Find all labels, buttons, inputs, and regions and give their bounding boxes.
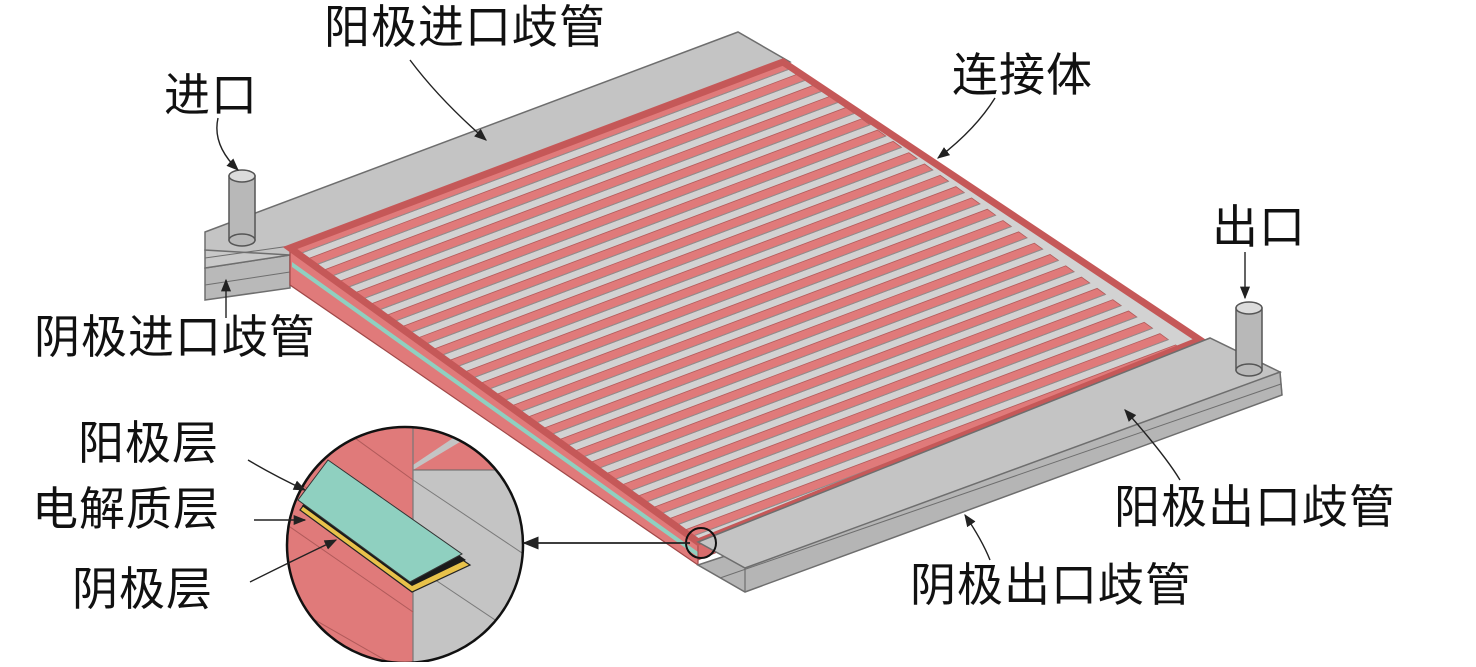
interconnect-ribs <box>290 62 1185 538</box>
interconnect-channel-edge <box>298 67 792 255</box>
interconnect-channel-edge <box>392 135 886 323</box>
label-inlet: 进口 <box>164 68 258 122</box>
interconnect-channel-edge <box>345 101 839 289</box>
label-interconnect: 连接体 <box>952 48 1093 102</box>
label-anode-inlet-manifold: 阳极进口歧管 <box>324 0 606 54</box>
interconnect-channel-edge <box>361 112 855 300</box>
interconnect-channel-edge <box>643 316 1138 504</box>
interconnect <box>282 58 1208 546</box>
interconnect-channel-edge <box>565 259 1059 447</box>
outlet-pipe <box>1235 301 1263 377</box>
interconnect-channel-edge <box>627 305 1122 493</box>
label-anode-layer: 阳极层 <box>78 416 219 470</box>
interconnect-channel-edge <box>518 226 1012 413</box>
interconnect-channel-edge <box>329 90 824 278</box>
interconnect-channel-edge <box>549 248 1043 436</box>
interconnect-channel-edge <box>486 203 981 391</box>
interconnect-channel-edge <box>423 158 918 346</box>
interconnect-channel-edge <box>439 169 934 357</box>
interconnect-channel-edge <box>675 339 1169 527</box>
outlet-manifold <box>696 337 1283 593</box>
label-cathode-layer: 阴极层 <box>72 562 213 616</box>
label-cathode-inlet-manifold: 阴极进口歧管 <box>34 310 316 364</box>
label-electrolyte-layer: 电解质层 <box>32 482 220 536</box>
inlet-pipe <box>228 169 256 247</box>
interconnect-channel-edge <box>580 271 1075 459</box>
interconnect-channel-edge <box>408 146 902 334</box>
zoom-detail <box>285 425 525 665</box>
interconnect-channel-edge <box>659 327 1153 515</box>
label-cathode-outlet-manifold: 阴极出口歧管 <box>910 558 1192 612</box>
interconnect-channel-edge <box>596 282 1090 470</box>
interconnect-channel-edge <box>376 124 871 312</box>
interconnect-channel-edge <box>471 192 965 380</box>
leader-lines <box>216 59 1251 583</box>
interconnect-channel-edge <box>502 214 996 402</box>
label-outlet: 出口 <box>1212 200 1306 254</box>
interconnect-channel-edge <box>314 79 808 266</box>
label-anode-outlet-manifold: 阳极出口歧管 <box>1114 480 1396 534</box>
interconnect-channel-edge <box>455 180 949 368</box>
interconnect-channel-edge <box>612 293 1106 481</box>
interconnect-channel-edge <box>533 237 1028 425</box>
